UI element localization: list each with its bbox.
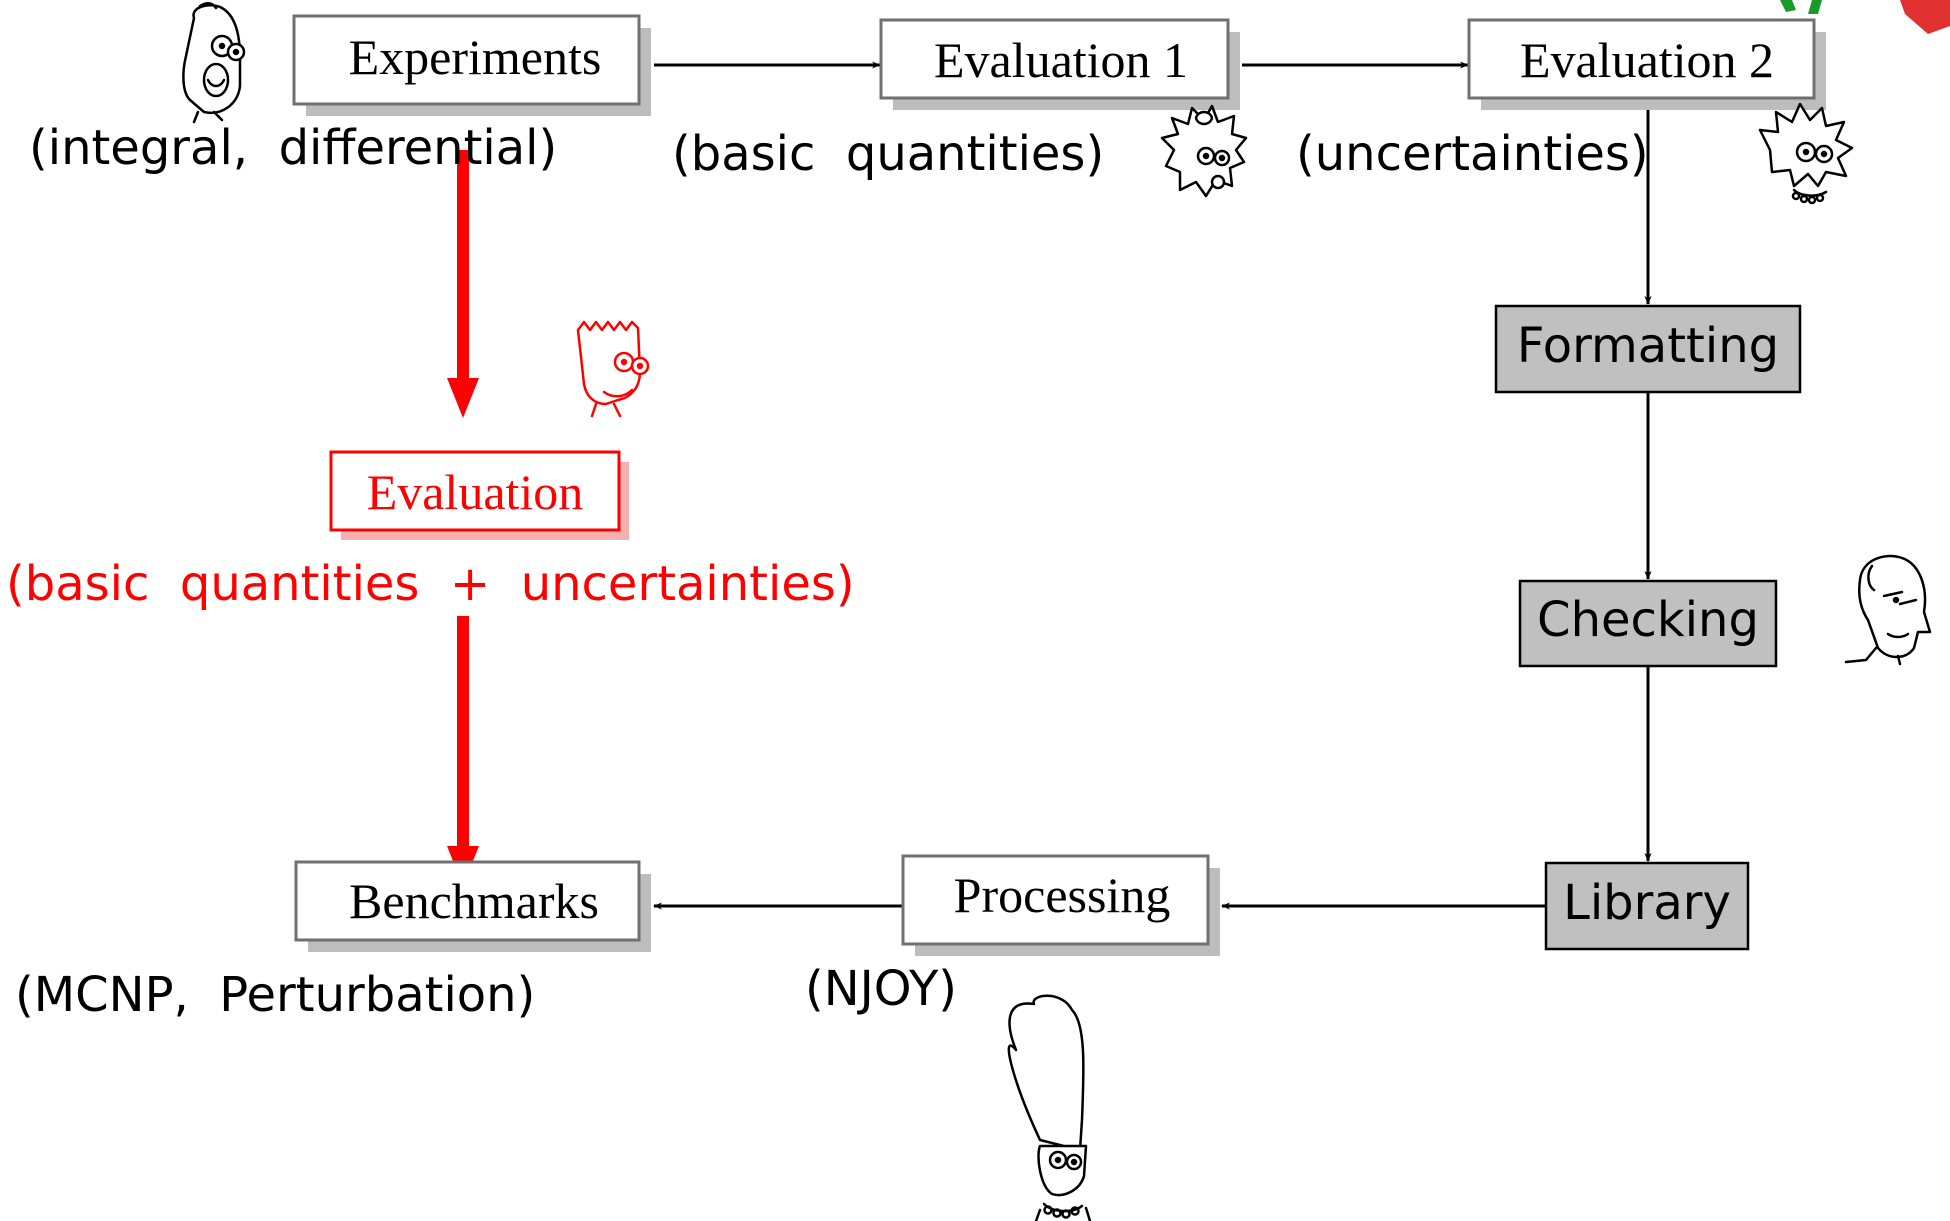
burns-cartoon-icon	[1844, 554, 1932, 666]
lisa-cartoon-icon	[1758, 102, 1854, 205]
node-processing: Processing	[901, 854, 1220, 956]
connectors	[447, 61, 1652, 910]
bart-cartoon-icon	[576, 320, 650, 418]
annotation-evaluation-red: (basic quantities + uncertainties)	[6, 556, 855, 612]
corner-logo-icon	[1780, 0, 1950, 34]
annotation-evaluation-1: (basic quantities)	[672, 126, 1104, 182]
node-checking: Checking	[1518, 579, 1778, 668]
node-library: Library	[1544, 861, 1750, 951]
node-evaluation-2-label: Evaluation 2	[1520, 32, 1774, 88]
node-formatting-label: Formatting	[1517, 318, 1779, 374]
marge-cartoon-icon	[1007, 994, 1092, 1221]
node-evaluation-2: Evaluation 2	[1467, 18, 1826, 110]
homer-cartoon-icon	[182, 2, 246, 124]
node-experiments-label: Experiments	[349, 29, 602, 85]
annotation-benchmarks: (MCNP, Perturbation)	[15, 967, 535, 1023]
node-benchmarks: Benchmarks	[294, 860, 651, 952]
node-checking-label: Checking	[1537, 592, 1759, 648]
node-experiments: Experiments	[292, 14, 651, 116]
annotation-processing: (NJOY)	[805, 961, 957, 1017]
node-library-label: Library	[1563, 875, 1731, 931]
node-evaluation-red-label: Evaluation	[367, 464, 584, 520]
node-formatting: Formatting	[1494, 304, 1802, 394]
node-evaluation-1: Evaluation 1	[879, 18, 1240, 110]
maggie-cartoon-icon	[1160, 104, 1248, 198]
node-evaluation-red: Evaluation	[329, 450, 629, 540]
annotations: (integral, differential) (basic quantiti…	[6, 120, 1649, 1023]
node-processing-label: Processing	[954, 867, 1171, 923]
annotation-experiments: (integral, differential)	[29, 120, 557, 176]
annotation-evaluation-2: (uncertainties)	[1296, 126, 1649, 182]
node-evaluation-1-label: Evaluation 1	[934, 32, 1188, 88]
node-benchmarks-label: Benchmarks	[349, 873, 599, 929]
red-arrow-experiments-to-evaluation-head	[447, 378, 479, 418]
